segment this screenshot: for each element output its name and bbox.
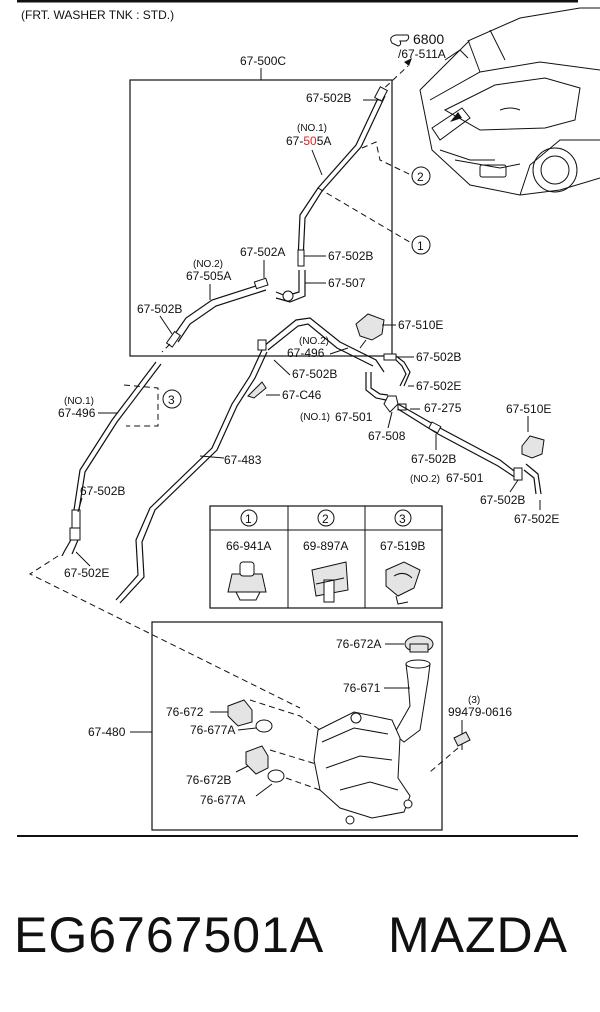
label-67-275: 67-275: [424, 401, 462, 415]
bolt-99479: [453, 731, 471, 747]
label-67-505A-no2: 67-505A: [186, 269, 231, 283]
connector-502b-left: [71, 509, 81, 529]
label-67-502B-lower-left: 67-502B: [80, 484, 125, 498]
clip-1-icon: [227, 573, 267, 593]
label-76-677A-lower: 76-677A: [200, 793, 245, 807]
connector-502b-right: [383, 353, 397, 361]
svg-text:3: 3: [399, 512, 406, 526]
pump-76-672: [227, 699, 253, 727]
washer-tank-box: [151, 621, 443, 831]
label-no1-c: (NO.1): [300, 412, 330, 423]
label-no1-a: (NO.1): [297, 123, 327, 134]
label-67-496-top: 67-496: [287, 346, 325, 360]
hose-no2-505a: [171, 283, 263, 339]
label-76-677A-upper: 76-677A: [190, 723, 235, 737]
label-67-502B-left: 67-502B: [137, 302, 182, 316]
group-number: 6800: [413, 31, 444, 47]
connector-502b: [297, 249, 305, 267]
label-67-500C: 67-500C: [240, 54, 286, 68]
group-part-number: /67-511A: [398, 47, 446, 61]
label-76-672A: 76-672A: [336, 637, 381, 651]
group-reference: 6800 /67-511A: [390, 31, 446, 61]
label-67-502E-right-top: 67-502E: [416, 379, 461, 393]
clip-part-3: 67-519B: [380, 539, 425, 553]
grommet-677a-upper: [255, 719, 273, 733]
hose-no2-501: [397, 403, 519, 475]
label-no2-c: (NO.2): [410, 474, 440, 485]
washer-tank: [313, 711, 411, 819]
clip-part-2: 69-897A: [303, 539, 348, 553]
label-67-502A: 67-502A: [240, 245, 285, 259]
callout-1: [411, 235, 431, 255]
label-99479-0616: 99479-0616: [448, 705, 512, 719]
svg-text:3: 3: [168, 393, 175, 407]
hose-no1-496: [73, 361, 157, 511]
label-67-480: 67-480: [88, 725, 126, 739]
svg-text:1: 1: [245, 512, 252, 526]
filler-neck: [393, 663, 431, 743]
label-67-502E-far-right: 67-502E: [514, 512, 559, 526]
joint-508: [383, 395, 399, 413]
nozzle-510e-top: [355, 313, 385, 341]
hose-483: [115, 349, 263, 601]
label-67-501-no1: 67-501: [335, 410, 373, 424]
label-67-502B-right-top: 67-502B: [416, 350, 461, 364]
clip-3-icon: [385, 561, 421, 597]
part-caption: EG6767501A MAZDA: [0, 890, 600, 980]
label-76-672: 76-672: [166, 705, 204, 719]
brand-name: MAZDA: [388, 907, 568, 963]
hose-no1-505a: [297, 93, 381, 261]
clip-table: 1 2 3 66-941A 69-897A 67-519B: [209, 505, 443, 609]
label-76-672B: 76-672B: [186, 773, 231, 787]
clip-table-header-3: [394, 509, 412, 527]
callout-2: [411, 166, 431, 186]
label-67-496-left: 67-496: [58, 406, 96, 420]
clip-part-1: 66-941A: [226, 539, 271, 553]
label-99479-qty: (3): [468, 695, 480, 706]
leader-callout-2: [361, 141, 414, 177]
svg-text:1: 1: [417, 239, 424, 253]
pump-76-672B: [245, 745, 269, 775]
callout-3-left: [162, 389, 182, 409]
svg-text:2: 2: [322, 512, 329, 526]
label-67-510E-right: 67-510E: [506, 402, 551, 416]
clip-table-header-1: [240, 509, 258, 527]
label-67-C46: 67-C46: [282, 388, 322, 402]
hose-no2-496: [263, 317, 385, 373]
label-no2-a: (NO.2): [193, 259, 223, 270]
label-67-502B-lower-mid: 67-502B: [411, 452, 456, 466]
elbow-502e-far-right: [523, 469, 537, 495]
label-no1-b: (NO.1): [64, 396, 94, 407]
label-67-505A-prefix: 67-505A: [286, 134, 331, 148]
elbow-502e-left: [61, 537, 73, 557]
label-67-507: 67-507: [328, 276, 366, 290]
clip-table-header-2: [317, 509, 335, 527]
pointing-hand-icon: [390, 34, 410, 47]
clip-c46: [247, 381, 267, 399]
nozzle-510e-right: [521, 435, 545, 459]
label-no2-b: (NO.2): [299, 336, 329, 347]
leader-callout-1: [317, 187, 414, 245]
group-ref-leader: [377, 65, 409, 95]
elbow-502e-right-top: [395, 355, 411, 387]
connector-502b-far-right: [513, 467, 523, 481]
page-title: (FRT. WASHER TNK : STD.): [21, 8, 174, 22]
label-67-502B-mid: 67-502B: [328, 249, 373, 263]
label-67-502B-far-right: 67-502B: [480, 493, 525, 507]
part-number: EG6767501A: [14, 907, 325, 963]
label-67-502B-top: 67-502B: [306, 91, 351, 105]
grommet-677a-lower: [267, 769, 285, 783]
label-67-502B-center: 67-502B: [292, 367, 337, 381]
svg-text:2: 2: [417, 170, 424, 184]
label-67-508: 67-508: [368, 429, 406, 443]
label-67-502E-left: 67-502E: [64, 566, 109, 580]
hose-no1-501: [365, 372, 387, 401]
parts-diagram: (FRT. WASHER TNK : STD.) 6800 /67-511A 6…: [17, 0, 600, 837]
car-illustration: [419, 7, 600, 196]
label-67-510E-top: 67-510E: [398, 318, 443, 332]
label-76-671: 76-671: [343, 681, 381, 695]
label-67-501-no2: 67-501: [446, 471, 484, 485]
clip-2-icon: [311, 561, 349, 597]
label-67-483: 67-483: [224, 453, 262, 467]
